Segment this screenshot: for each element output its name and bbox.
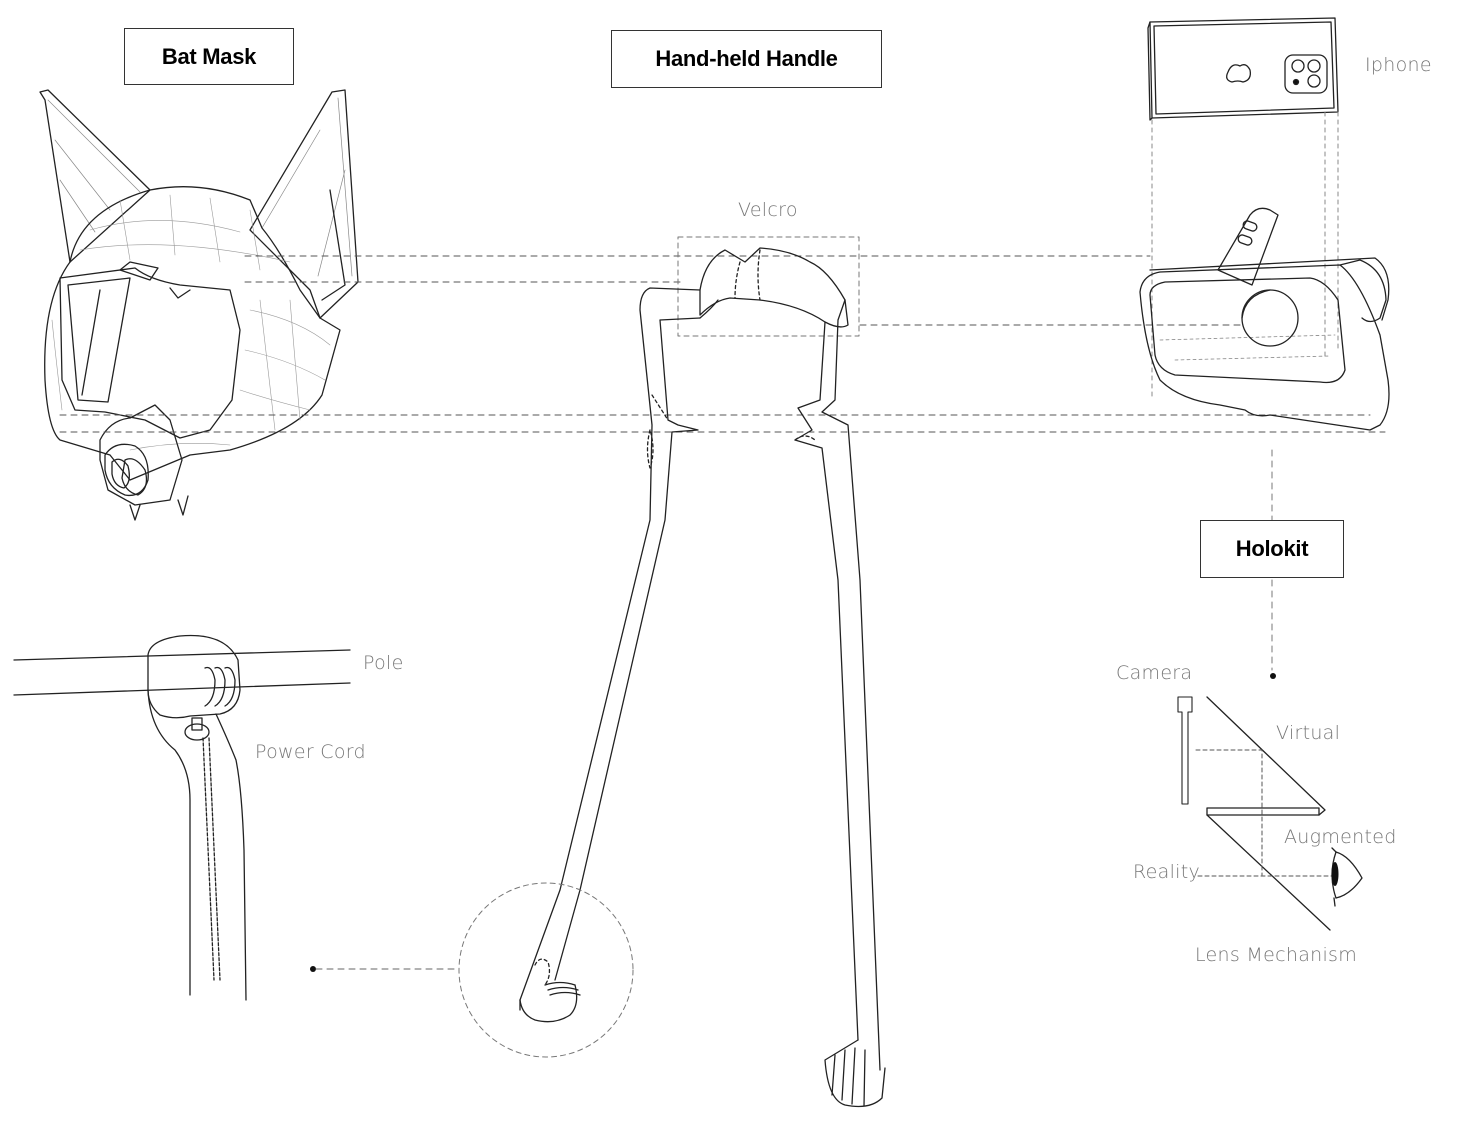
title-handheld-handle: Hand-held Handle [611,30,882,88]
label-lens-mechanism: Lens Mechanism [1195,944,1358,966]
label-augmented: Augmented [1284,826,1397,848]
detail-pointer [310,966,460,972]
title-bat-mask-text: Bat Mask [161,43,257,69]
title-holokit: Holokit [1200,520,1344,578]
bat-mask-illustration [39,89,359,521]
label-power-cord: Power Cord [255,741,366,763]
lens-mechanism-diagram [1177,696,1363,931]
label-velcro: Velcro [738,199,798,221]
label-camera: Camera [1116,662,1193,684]
guide-lines [59,255,1386,433]
iphone-guide-lines [1151,111,1339,401]
title-handheld-handle-text: Hand-held Handle [655,46,838,71]
title-bat-mask: Bat Mask [124,28,294,85]
holokit-illustration [1139,207,1390,431]
iphone-illustration [1147,17,1339,121]
label-iphone: Iphone [1365,54,1432,76]
pole-detail-illustration [13,634,351,1001]
handheld-handle-illustration [458,236,886,1108]
label-virtual: Virtual [1276,722,1341,744]
label-reality: Reality [1133,861,1201,883]
label-pole: Pole [363,652,404,674]
title-holokit-text: Holokit [1235,536,1309,561]
